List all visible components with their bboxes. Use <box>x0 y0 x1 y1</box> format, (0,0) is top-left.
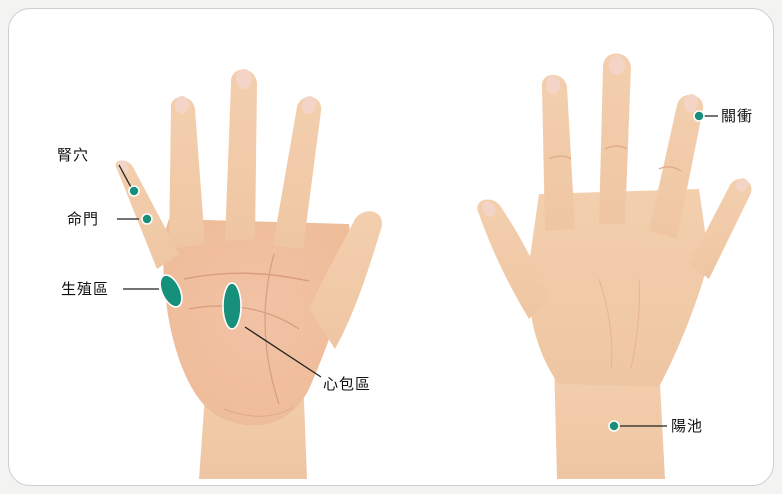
marker-mingmen <box>142 214 152 224</box>
label-guanchong: 關衝 <box>721 107 753 125</box>
marker-guanchong <box>694 111 704 121</box>
left-hand-palm <box>115 69 382 479</box>
label-mingmen: 命門 <box>67 210 99 228</box>
label-xinbaoqu: 心包區 <box>323 375 371 393</box>
right-hand-back <box>477 54 751 480</box>
marker-shenxue <box>129 186 139 196</box>
label-shenxue: 腎穴 <box>57 146 89 164</box>
label-yangchi: 陽池 <box>671 417 703 435</box>
marker-xinbaoqu <box>223 283 241 329</box>
diagram-frame: 腎穴 命門 生殖區 心包區 關衝 陽池 <box>8 8 774 486</box>
label-shengzhiqu: 生殖區 <box>61 280 109 298</box>
hand-diagram <box>9 9 773 485</box>
marker-yangchi <box>609 421 619 431</box>
